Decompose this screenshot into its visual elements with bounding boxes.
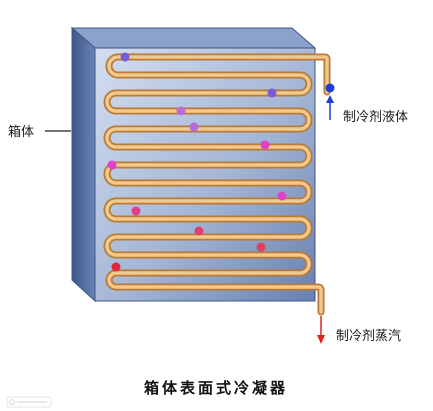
inlet-dot: [325, 83, 335, 93]
box-top-face: [70, 27, 317, 49]
refrigerant-liquid-label: 制冷剂液体: [343, 110, 408, 125]
box-side-face: [71, 26, 96, 303]
particle: [189, 122, 199, 132]
particle: [176, 106, 186, 116]
refrigerant-vapor-label: 制冷剂蒸汽: [336, 329, 401, 344]
particle: [131, 206, 141, 216]
particle: [111, 262, 121, 272]
outlet-arrow-head-icon: [317, 335, 325, 344]
tube-highlight: [105, 55, 329, 314]
diagram-caption: 箱体表面式冷凝器: [144, 379, 288, 397]
inlet-marker: [325, 83, 335, 120]
particle: [120, 52, 130, 62]
particle: [267, 88, 277, 98]
inlet-arrow-head-icon: [326, 95, 334, 103]
particle: [107, 160, 117, 170]
particle: [256, 242, 266, 252]
refrigerant-particles: [107, 52, 287, 272]
particle: [260, 140, 270, 150]
box-label: 箱体: [8, 124, 34, 140]
particle: [194, 226, 204, 236]
box-front-face: [94, 47, 316, 302]
outlet-marker: [317, 316, 325, 344]
watermark-logo-icon: [6, 396, 52, 408]
serpentine-tube: [103, 53, 331, 316]
particle: [277, 191, 287, 201]
